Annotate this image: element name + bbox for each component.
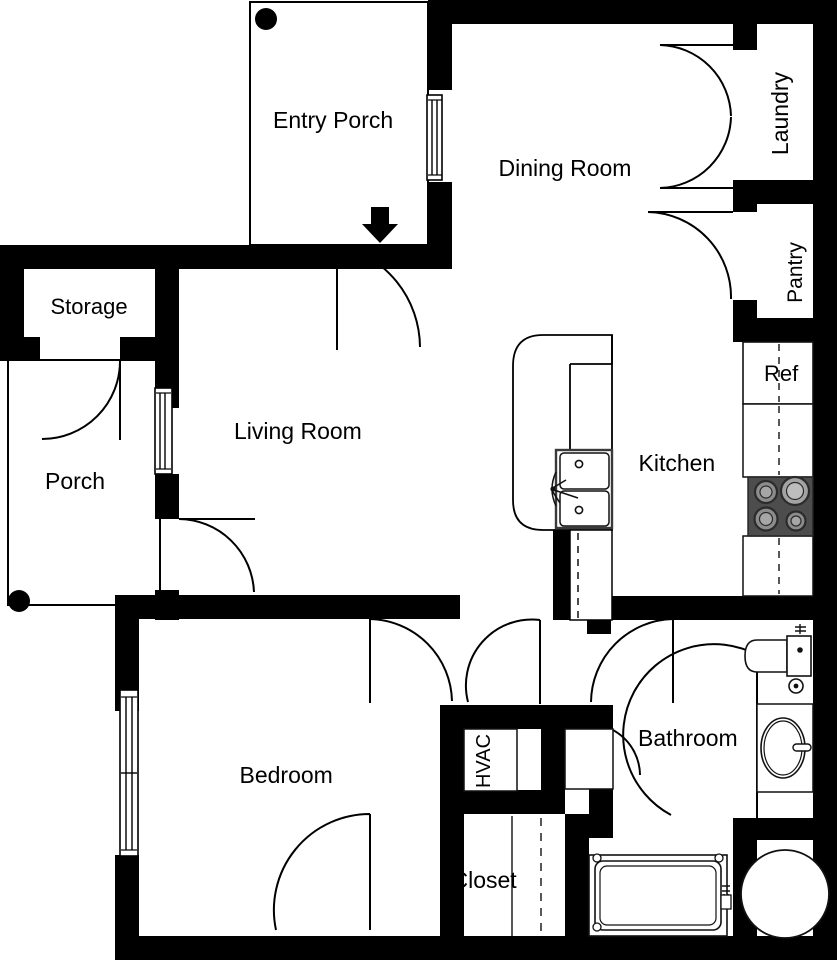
door-pantry	[647, 211, 733, 300]
wall-north-living	[268, 245, 428, 269]
door-swings	[41, 44, 758, 931]
porch-post-sw-icon	[8, 590, 30, 612]
door-closet	[272, 812, 371, 931]
kitchen-sink	[550, 448, 614, 530]
porch-post-ne-icon	[255, 8, 277, 30]
wall-pantry-west-top	[733, 204, 757, 212]
wall-hvac-east	[541, 705, 565, 770]
wall-closet-east-upper	[541, 770, 565, 814]
wall-bath-north	[611, 596, 813, 620]
door-hvac	[464, 618, 541, 704]
wall-bedroom-closet-divider	[440, 814, 464, 936]
door-bathroom	[590, 618, 674, 703]
entry-porch-outline	[249, 1, 429, 246]
wall-south-exterior	[115, 936, 837, 960]
bathtub	[588, 853, 732, 937]
door-porch-living	[178, 518, 255, 593]
wall-north-exterior	[428, 0, 837, 24]
wall-living-south	[125, 595, 460, 619]
wall-storage-south-right	[120, 337, 179, 361]
wall-bath-west-south	[565, 814, 613, 838]
porch-outlines	[7, 1, 429, 606]
kitchen-base-cabinet	[569, 529, 613, 621]
door-laundry-right	[659, 116, 733, 189]
windows	[119, 94, 443, 857]
refrigerator-unit	[742, 341, 814, 405]
wall-living-west-seg2	[155, 474, 179, 519]
wall-closet-east-lower	[565, 838, 589, 936]
wall-laundry-west-top	[733, 22, 757, 50]
wall-dining-west-lower	[428, 182, 452, 269]
dining-window	[426, 94, 443, 181]
entry-arrow-icon	[362, 207, 398, 243]
door-laundry-left	[659, 44, 733, 117]
wall-bedroom-west-lower	[115, 855, 139, 960]
toilet	[744, 624, 812, 694]
door-storage	[41, 360, 121, 440]
hvac-unit	[463, 728, 518, 792]
door-bedroom	[369, 618, 453, 703]
wall-closet-west-upper	[440, 770, 464, 814]
living-window	[154, 387, 173, 475]
water-heater	[740, 849, 830, 939]
door-entry	[336, 244, 421, 350]
closet-shelf	[511, 816, 542, 936]
wall-dining-west-upper	[428, 0, 452, 90]
wall-east-exterior	[813, 0, 837, 960]
hall-linen-closet	[564, 728, 614, 790]
wall-laundry-south	[733, 180, 837, 204]
wall-water-heater-north	[733, 818, 837, 840]
wall-pantry-south	[733, 318, 837, 342]
bathroom-sink	[756, 703, 814, 793]
wall-storage-south-left	[0, 337, 40, 361]
wall-north-storage-living	[0, 245, 268, 269]
kitchen-cooktop	[747, 475, 814, 537]
left-porch-outline	[7, 359, 161, 606]
bedroom-window	[119, 689, 139, 857]
door-water-heater	[622, 643, 758, 818]
